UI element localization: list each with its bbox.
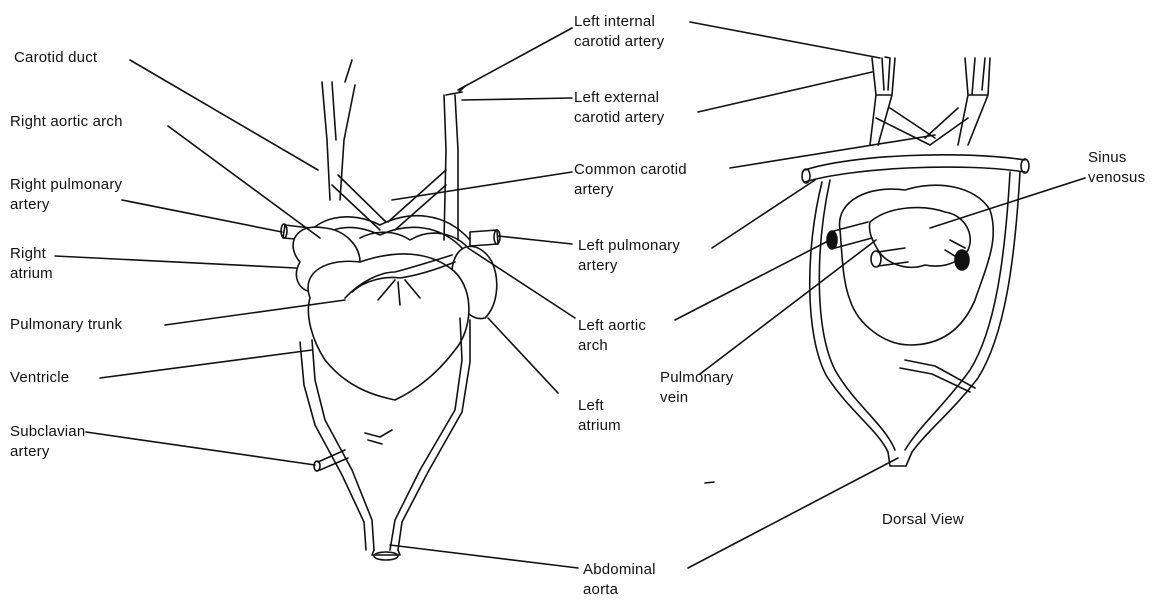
leader-left-external-carotid-dorsal — [698, 72, 872, 112]
leader-subclavian-artery — [86, 432, 315, 465]
label-sinus-venosus: Sinus venosus — [1088, 148, 1145, 188]
leader-right-pulmonary-artery — [122, 200, 282, 232]
dorsal-right-carotid — [958, 58, 990, 145]
dash-mark — [705, 482, 714, 483]
ventral-view — [281, 60, 500, 560]
dorsal-view — [802, 57, 1029, 466]
leader-left-pulmonary-artery — [498, 236, 572, 244]
subclavian-opening — [314, 461, 320, 471]
right-carotid-vessel — [322, 60, 355, 200]
leader-left-internal-carotid-dorsal — [690, 22, 880, 58]
label-right-pulmonary-artery: Right pulmonary artery — [10, 175, 122, 215]
leader-left-internal-carotid — [458, 28, 572, 90]
label-ventricle: Ventricle — [10, 368, 69, 388]
left-carotid-vessel — [444, 86, 465, 240]
leader-abdominal-aorta-dorsal — [688, 458, 898, 568]
leader-right-atrium — [55, 256, 296, 268]
leader-left-atrium — [488, 318, 558, 393]
label-left-external-carotid: Left external carotid artery — [574, 88, 664, 128]
leader-left-pulmonary-artery-dorsal — [712, 180, 815, 248]
ventricle-shape — [308, 254, 469, 400]
label-pulmonary-vein: Pulmonary vein — [660, 368, 734, 408]
label-left-pulmonary-artery: Left pulmonary artery — [578, 236, 680, 276]
dorsal-aorta-bottom — [888, 452, 912, 466]
label-left-aortic-arch: Left aortic arch — [578, 316, 646, 356]
label-right-atrium: Right atrium — [10, 244, 53, 284]
label-dorsal-view: Dorsal View — [882, 510, 964, 530]
leader-pulmonary-vein — [700, 240, 876, 374]
label-subclavian-artery: Subclavian artery — [10, 422, 85, 462]
dorsal-pulmonary-bar — [805, 155, 1025, 182]
label-common-carotid: Common carotid artery — [574, 160, 687, 200]
dorsal-left-carotid — [870, 57, 895, 145]
label-pulmonary-trunk: Pulmonary trunk — [10, 315, 122, 335]
leader-right-aortic-arch — [168, 126, 320, 238]
dorsal-right-bar-end — [1021, 159, 1029, 173]
leader-common-carotid — [392, 172, 572, 200]
label-right-aortic-arch: Right aortic arch — [10, 112, 123, 132]
leader-abdominal-aorta — [390, 545, 578, 568]
leader-carotid-duct — [130, 60, 318, 170]
label-carotid-duct: Carotid duct — [14, 48, 97, 68]
label-abdominal-aorta: Abdominal aorta — [583, 560, 656, 600]
label-left-internal-carotid: Left internal carotid artery — [574, 12, 664, 52]
dorsal-carotid-ducts — [876, 108, 968, 145]
label-left-atrium: Left atrium — [578, 396, 621, 436]
leader-left-external-carotid — [462, 98, 572, 100]
leader-ventricle — [100, 350, 312, 378]
dorsal-crossing-vessel — [900, 360, 975, 392]
dorsal-vena-cava-right-opening — [955, 250, 969, 270]
cross-branch-left — [365, 430, 392, 444]
leader-left-aortic-arch-dorsal — [675, 240, 830, 320]
abdominal-aorta-opening — [374, 552, 398, 560]
